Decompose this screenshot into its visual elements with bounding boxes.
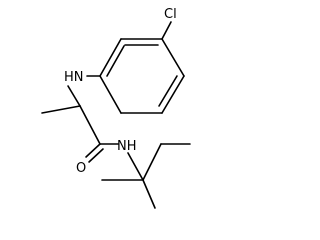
molecule-structure: Cl HN NH O <box>41 7 191 209</box>
amine-label: HN <box>64 70 84 85</box>
alpha-carbonyl-bond <box>79 105 101 145</box>
ring-bond-3 <box>161 38 185 77</box>
ring-bond-1 <box>99 38 122 77</box>
amide-nitrogen-label: NH <box>117 139 137 154</box>
carbonyl-bond-1 <box>85 143 101 158</box>
ring-double-bond-2 <box>158 75 178 107</box>
ring-bond-6 <box>99 75 122 114</box>
ring-bond-4 <box>161 75 185 114</box>
n-quaternary-bond <box>127 152 144 181</box>
benzene-ring <box>99 38 185 114</box>
n-alpha-carbon-bond <box>67 85 81 107</box>
quaternary-ethyl-bond <box>142 143 162 181</box>
carbonyl-bond-2 <box>88 148 104 163</box>
c-cl-bond <box>161 21 172 40</box>
methyl-bond <box>41 105 81 114</box>
ring-double-bond-1 <box>106 45 125 77</box>
chlorine-label: Cl <box>164 7 177 22</box>
quaternary-methyl-down <box>142 179 156 209</box>
oxygen-label: O <box>76 161 86 176</box>
